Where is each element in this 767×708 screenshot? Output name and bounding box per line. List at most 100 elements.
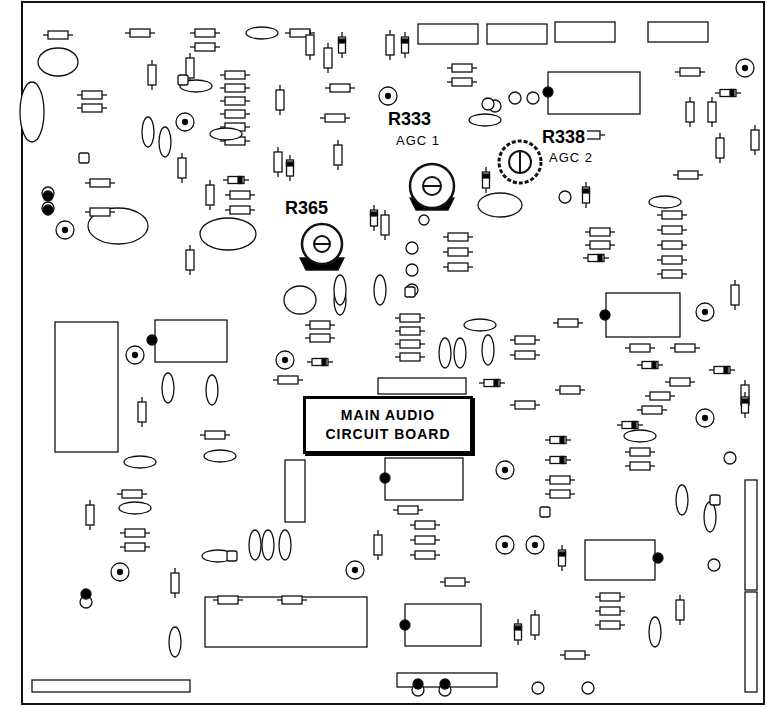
- capacitor: [246, 27, 278, 39]
- resistor: [305, 334, 335, 342]
- board-title: MAIN AUDIO CIRCUIT BOARD: [318, 406, 458, 444]
- resistor: [443, 263, 473, 271]
- ic-package: [378, 378, 466, 394]
- resistor: [393, 506, 423, 514]
- adjustment-name: AGC 2: [547, 151, 595, 165]
- resistor: [716, 133, 724, 163]
- diode: [339, 32, 346, 58]
- ic-package: [606, 293, 680, 337]
- resistor: [220, 97, 250, 105]
- diode: [715, 90, 741, 97]
- pin-marker: [543, 87, 553, 97]
- electrolytic-capacitor: [696, 303, 714, 321]
- capacitor: [439, 338, 451, 368]
- ic-package: [548, 72, 640, 114]
- electrolytic-capacitor: [276, 351, 294, 369]
- diode: [287, 155, 294, 181]
- transistor: [532, 682, 544, 694]
- resistor: [657, 270, 687, 278]
- resistor: [657, 211, 687, 219]
- electrolytic-capacitor: [696, 409, 714, 427]
- resistor: [708, 97, 716, 127]
- pin-marker: [400, 620, 410, 630]
- resistor: [676, 595, 684, 625]
- component: [227, 551, 237, 561]
- diode: [371, 205, 378, 231]
- transistor: [406, 242, 418, 254]
- capacitor: [469, 114, 501, 126]
- electrolytic-capacitor: [496, 536, 514, 554]
- capacitor: [624, 430, 656, 442]
- resistor: [43, 31, 73, 39]
- transistor: [724, 452, 736, 464]
- resistor: [585, 241, 615, 249]
- adjustment-name: AGC 1: [394, 134, 442, 148]
- capacitor: [200, 218, 256, 250]
- pin-marker: [413, 679, 423, 689]
- connector: [648, 22, 708, 42]
- transistor: [482, 98, 494, 110]
- resistor: [85, 179, 115, 187]
- capacitor: [334, 275, 346, 305]
- resistor: [306, 30, 314, 60]
- component: [178, 75, 188, 85]
- resistor: [213, 596, 243, 604]
- capacitor: [482, 335, 494, 365]
- resistor: [120, 543, 150, 551]
- ic-package: [205, 597, 367, 647]
- resistor: [395, 314, 425, 322]
- board-outline: [22, 2, 764, 704]
- pin-marker: [380, 473, 390, 483]
- capacitor: [704, 502, 716, 532]
- diode: [583, 255, 609, 262]
- resistor: [274, 147, 282, 177]
- capacitor: [649, 196, 681, 208]
- capacitor: [249, 530, 261, 560]
- diode: [223, 177, 249, 184]
- resistor: [334, 140, 342, 170]
- potentiometer: [499, 141, 541, 183]
- transistor: [509, 92, 521, 104]
- diode: [307, 359, 333, 366]
- resistor: [77, 91, 107, 99]
- resistor: [305, 321, 335, 329]
- resistor: [731, 280, 739, 310]
- diode: [402, 32, 409, 58]
- transistor: [406, 284, 418, 296]
- resistor: [751, 125, 759, 155]
- diode: [637, 362, 663, 369]
- resistor: [686, 97, 694, 127]
- electrolytic-capacitor: [346, 561, 364, 579]
- resistor: [440, 578, 470, 586]
- resistor: [117, 490, 147, 498]
- diode: [545, 437, 571, 444]
- capacitor: [262, 530, 274, 560]
- capacitor: [676, 485, 688, 515]
- electrolytic-capacitor: [176, 113, 194, 131]
- pin-marker: [81, 589, 91, 599]
- board-title-box: MAIN AUDIO CIRCUIT BOARD: [303, 396, 473, 454]
- resistor: [553, 319, 583, 327]
- resistor: [675, 68, 705, 76]
- transistor: [559, 191, 571, 203]
- diode: [559, 545, 566, 571]
- ic-package: [155, 320, 227, 362]
- capacitor: [169, 627, 181, 657]
- resistor: [673, 171, 703, 179]
- capacitor: [204, 450, 236, 462]
- capacitor: [478, 193, 522, 217]
- resistor: [545, 476, 575, 484]
- capacitor: [206, 375, 218, 405]
- resistor: [138, 397, 146, 427]
- transistor: [42, 202, 54, 214]
- resistor: [531, 610, 539, 640]
- potentiometer: [300, 224, 344, 270]
- resistor: [395, 353, 425, 361]
- electrolytic-capacitor: [126, 346, 144, 364]
- resistor: [657, 256, 687, 264]
- connector: [487, 24, 547, 44]
- large-capacitor: [55, 322, 118, 452]
- pin-marker: [440, 679, 450, 689]
- resistor: [645, 392, 675, 400]
- electrolytic-capacitor: [736, 59, 754, 77]
